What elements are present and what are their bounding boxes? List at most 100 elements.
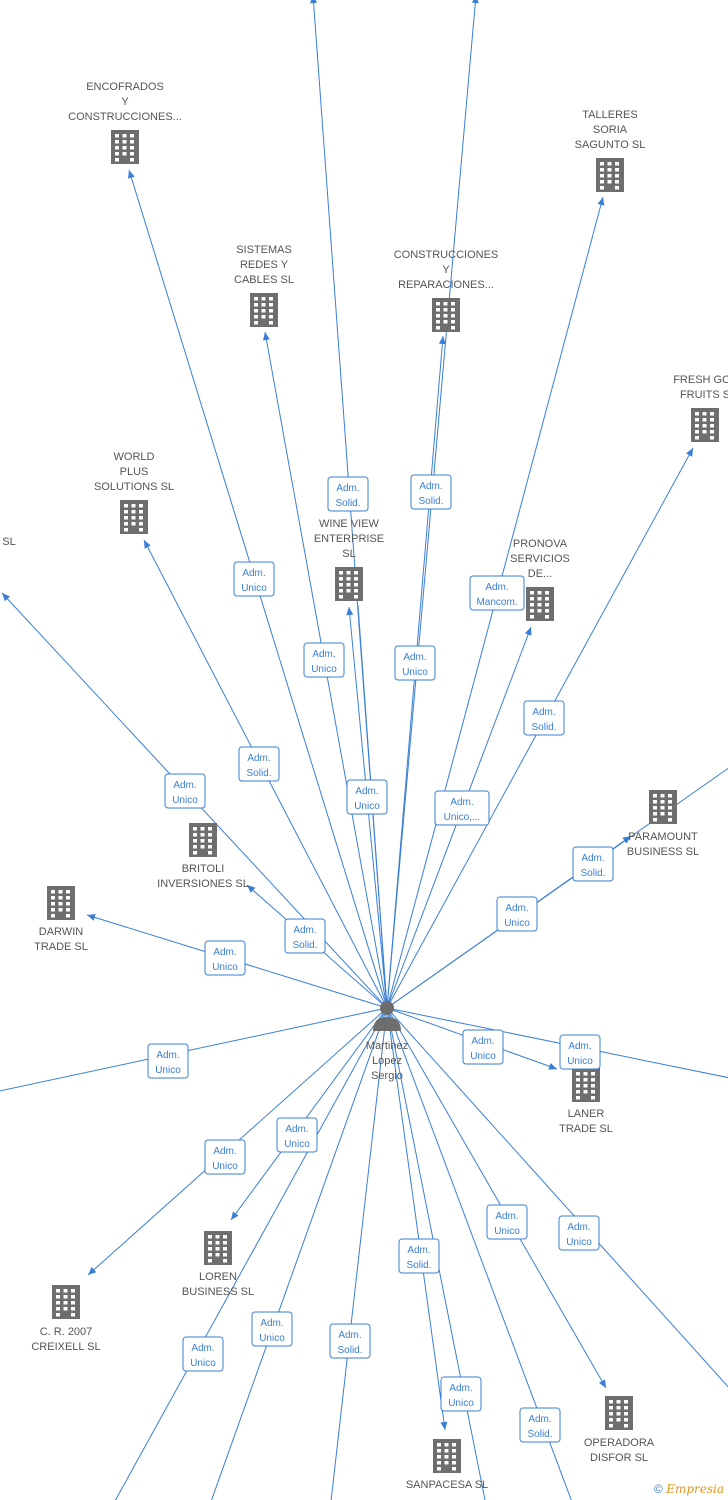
company-label: WORLD (114, 451, 155, 463)
edge-label[interactable]: Adm.Unico (276, 1117, 318, 1153)
edge-label[interactable]: Adm.Unico (440, 1376, 482, 1412)
company-node-sanpacesa[interactable]: SANPACESA SL (406, 1439, 488, 1491)
building-icon[interactable] (250, 293, 278, 327)
building-icon[interactable] (526, 587, 554, 621)
edge-label-text: Unico (212, 962, 238, 973)
company-node-leftsl[interactable]: SL (2, 536, 15, 548)
edge-label-box (164, 773, 206, 809)
edge-line-loren (230, 1007, 388, 1221)
edge-label[interactable]: Adm.Mancom. (469, 575, 525, 611)
edge-line-bottom-offscreen-2 (211, 1007, 388, 1500)
edge-label[interactable]: Adm.Unico (346, 779, 388, 815)
edge-label[interactable]: Adm.Solid. (523, 700, 565, 736)
edge-label-text: Adm. (528, 1414, 551, 1425)
building-icon[interactable] (572, 1068, 600, 1102)
edge-label-text: Solid. (418, 496, 443, 507)
company-node-encofrados[interactable]: ENCOFRADOSYCONSTRUCCIONES... (68, 81, 182, 164)
edge-label[interactable]: Adm.Solid. (238, 746, 280, 782)
building-icon[interactable] (596, 158, 624, 192)
company-node-pronova[interactable]: PRONOVASERVICIOSDE... (510, 538, 570, 621)
edge-label[interactable]: Adm.Unico (164, 773, 206, 809)
edge-label[interactable]: Adm.Unico (182, 1336, 224, 1372)
building-icon[interactable] (605, 1396, 633, 1430)
edge-label-text: Adm. (419, 481, 442, 492)
edge-label-text: Unico (172, 795, 198, 806)
edge-label[interactable]: Adm.Unico (558, 1215, 600, 1251)
edge-label-box (523, 700, 565, 736)
edge-label-box (276, 1117, 318, 1153)
company-node-freshgold[interactable]: FRESH GOLFRUITS S (673, 374, 728, 442)
edge-arrowhead (471, 0, 479, 4)
edge-label[interactable]: Adm.Solid. (284, 918, 326, 954)
building-icon[interactable] (335, 567, 363, 601)
edge-label[interactable]: Adm.Solid. (519, 1407, 561, 1443)
edge-label[interactable]: Adm.Unico (486, 1204, 528, 1240)
building-icon[interactable] (691, 408, 719, 442)
edge-label[interactable]: Adm.Solid. (572, 846, 614, 882)
edge-label[interactable]: Adm.Solid. (398, 1238, 440, 1274)
edge-arrowhead (524, 627, 532, 636)
company-label: ENTERPRISE (314, 533, 384, 545)
edge-arrowhead (2, 593, 11, 602)
company-node-construcciones[interactable]: CONSTRUCCIONESYREPARACIONES... (394, 249, 499, 332)
edge-label[interactable]: Adm.Unico (496, 896, 538, 932)
edge-label[interactable]: Adm.Unico (204, 940, 246, 976)
edge-label-text: Unico (354, 801, 380, 812)
edge-label[interactable]: Adm.Solid. (327, 476, 369, 512)
edge-label-text: Solid. (580, 868, 605, 879)
edge-label-box (182, 1336, 224, 1372)
building-icon[interactable] (120, 500, 148, 534)
company-label: LOREN (199, 1271, 237, 1283)
edge-label-box (486, 1204, 528, 1240)
edge-label-text: Unico (402, 667, 428, 678)
edge-arrowhead (87, 914, 96, 921)
brand-logo: Empresia (666, 1482, 724, 1496)
edge-label[interactable]: Adm. Solid. (410, 474, 452, 510)
building-icon[interactable] (433, 1439, 461, 1473)
edge-label[interactable]: Adm.Unico (233, 561, 275, 597)
edge-arrowhead (310, 0, 318, 4)
edge-label[interactable]: Adm.Unico (251, 1311, 293, 1347)
company-label: PLUS (120, 466, 149, 478)
company-label: CONSTRUCCIONES (394, 249, 499, 261)
edge-label-text: Adm. (242, 568, 265, 579)
edge-label-box (469, 575, 525, 611)
edge-label[interactable]: Adm.Unico,... (434, 790, 490, 826)
edge-label[interactable]: Adm.Unico (303, 642, 345, 678)
building-icon[interactable] (47, 886, 75, 920)
edge-label[interactable]: Adm.Unico (559, 1034, 601, 1070)
building-icon[interactable] (204, 1231, 232, 1265)
edge-label[interactable]: Adm.Unico (462, 1029, 504, 1065)
edge-label-box (204, 940, 246, 976)
copyright-mark: © (654, 1482, 663, 1496)
edge-label[interactable]: Adm.Unico (204, 1139, 246, 1175)
company-label: CREIXELL SL (31, 1341, 100, 1353)
building-icon[interactable] (649, 790, 677, 824)
company-label: CONSTRUCCIONES... (68, 111, 182, 123)
building-icon[interactable] (52, 1285, 80, 1319)
company-label: C. R. 2007 (40, 1326, 93, 1338)
edge-label[interactable]: Adm.Unico (394, 645, 436, 681)
edge-label[interactable]: Adm.Unico (147, 1043, 189, 1079)
edge-label-box (238, 746, 280, 782)
building-icon[interactable] (111, 130, 139, 164)
edge-label-box (284, 918, 326, 954)
edge-arrowhead (598, 1379, 606, 1388)
building-icon[interactable] (189, 823, 217, 857)
building-icon[interactable] (432, 298, 460, 332)
edge-label[interactable]: Adm.Solid. (329, 1323, 371, 1359)
